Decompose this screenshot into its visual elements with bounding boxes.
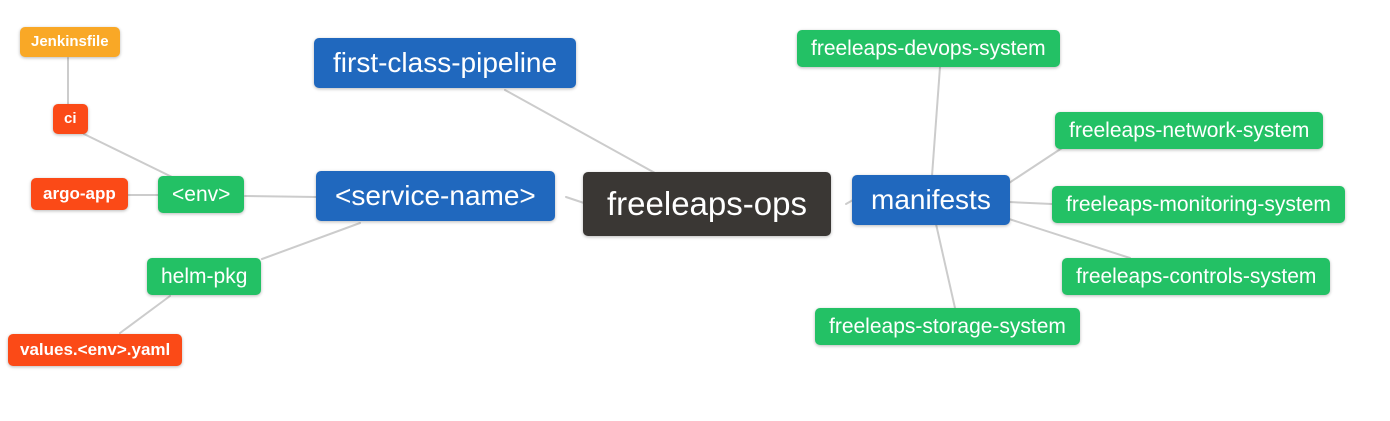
edge-manifests-storage: [935, 223, 956, 309]
edge-manifests-devops: [931, 66, 941, 177]
node-ci[interactable]: ci: [53, 104, 88, 134]
node-service-name[interactable]: <service-name>: [316, 171, 555, 221]
node-freeleaps-controls-system[interactable]: freeleaps-controls-system: [1062, 258, 1331, 296]
node-values-env-yaml[interactable]: values.<env>.yaml: [8, 334, 183, 367]
node-freeleaps-monitoring-system[interactable]: freeleaps-monitoring-system: [1052, 186, 1345, 224]
edge-pipeline-ops: [504, 89, 656, 174]
edge-env-service: [244, 195, 318, 198]
node-argo-app[interactable]: argo-app: [31, 178, 128, 211]
node-freeleaps-storage-system[interactable]: freeleaps-storage-system: [815, 308, 1080, 346]
node-freeleaps-devops-system[interactable]: freeleaps-devops-system: [797, 30, 1060, 68]
node-freeleaps-ops[interactable]: freeleaps-ops: [583, 172, 831, 236]
edge-helmpkg-values: [119, 295, 171, 334]
edge-service-ops: [565, 196, 585, 204]
edge-ci-env: [83, 133, 173, 178]
edge-helmpkg-service: [261, 222, 361, 260]
node-env[interactable]: <env>: [158, 176, 245, 214]
node-jenkinsfile[interactable]: Jenkinsfile: [20, 27, 120, 57]
node-manifests[interactable]: manifests: [852, 175, 1010, 225]
edge-ops-manifests: [845, 199, 854, 205]
edge-manifests-network: [1008, 147, 1063, 184]
node-first-class-pipeline[interactable]: first-class-pipeline: [314, 38, 577, 88]
edge-manifests-monitoring: [1008, 201, 1053, 205]
edge-manifests-controls: [1008, 218, 1131, 259]
node-freeleaps-network-system[interactable]: freeleaps-network-system: [1055, 112, 1324, 150]
node-helm-pkg[interactable]: helm-pkg: [147, 258, 262, 296]
